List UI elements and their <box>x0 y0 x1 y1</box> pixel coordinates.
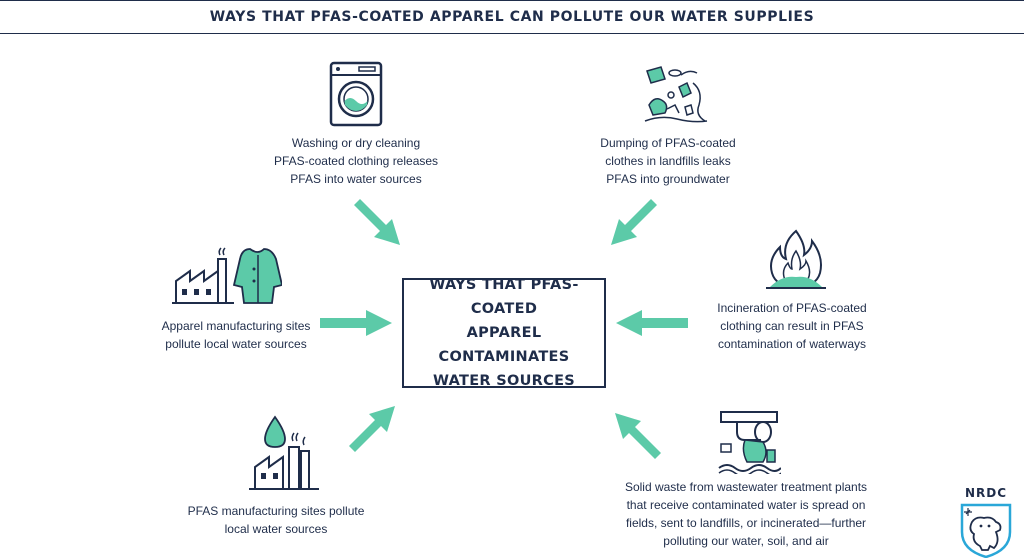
logo-text: NRDC <box>964 486 1008 500</box>
page-title: WAYS THAT PFAS-COATED APPAREL CAN POLLUT… <box>209 9 815 25</box>
arrow-from-incineration <box>616 310 688 336</box>
arrow-from-landfill <box>611 199 657 245</box>
center-box: WAYS THAT PFAS-COATED APPAREL CONTAMINAT… <box>402 277 606 389</box>
polar-bear-shield-icon <box>960 503 1012 558</box>
nrdc-logo: NRDC <box>958 486 1014 558</box>
center-title: WAYS THAT PFAS-COATED APPAREL CONTAMINAT… <box>429 277 579 389</box>
caption-landfill: Dumping of PFAS-coated clothes in landfi… <box>600 136 736 186</box>
caption-apparel-manufacturing: Apparel manufacturing sites pollute loca… <box>161 319 311 351</box>
caption-wastewater: Solid waste from wastewater treatment pl… <box>624 480 868 548</box>
arrow-from-washing <box>354 199 400 245</box>
fire-icon <box>766 229 826 289</box>
caption-pfas-manufacturing: PFAS manufacturing sites pollute local w… <box>187 504 365 536</box>
arrow-from-wastewater <box>615 413 661 459</box>
arrow-from-pfas-factory <box>349 406 395 452</box>
landfill-icon <box>644 66 708 123</box>
caption-washing: Washing or dry cleaning PFAS-coated clot… <box>273 136 439 186</box>
washing-machine-icon <box>329 61 383 127</box>
sewage-pipe-icon <box>718 411 781 474</box>
caption-incineration: Incineration of PFAS-coated clothing can… <box>717 301 867 351</box>
arrow-from-apparel-factory <box>320 310 392 336</box>
factory-raincoat-icon <box>172 247 282 304</box>
factory-droplet-icon <box>249 415 319 490</box>
header-bar: WAYS THAT PFAS-COATED APPAREL CAN POLLUT… <box>0 0 1024 34</box>
